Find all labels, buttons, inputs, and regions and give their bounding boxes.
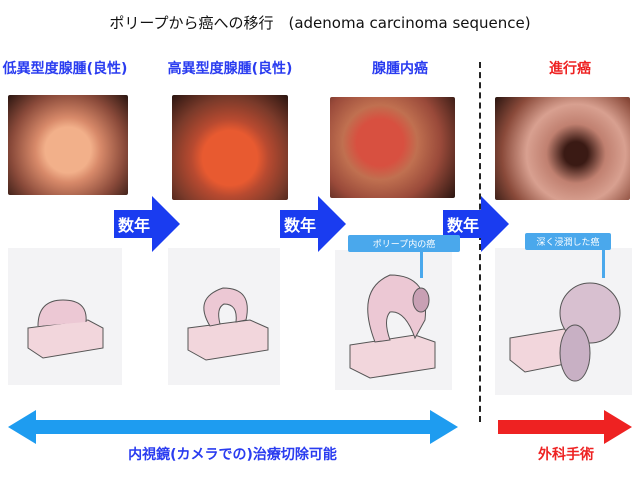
- callout-pointer: [420, 250, 423, 278]
- right-arrow-icon: [114, 196, 180, 252]
- endoscopic-treatment-label: 内視鏡(カメラでの)治療切除可能: [128, 447, 337, 463]
- stage-label-advanced: 進行癌: [549, 61, 591, 77]
- callout-deep-invasion: 深く浸潤した癌: [525, 233, 611, 250]
- stage-label-high-grade: 高異型度腺腫(良性): [167, 61, 293, 77]
- stage-label-low-grade: 低異型度腺腫(良性): [2, 61, 128, 77]
- callout-pointer: [602, 248, 605, 278]
- sketch-intramucosal: [335, 250, 452, 390]
- endoscopy-photo-advanced: [495, 97, 630, 200]
- endoscopy-photo-intramucosal: [330, 97, 455, 198]
- surgery-arrow: [498, 410, 632, 444]
- surgery-label: 外科手術: [538, 447, 594, 463]
- sketch-advanced: [495, 248, 632, 395]
- arrow-years-1: 数年: [114, 196, 182, 252]
- stage-label-intramucosal: 腺腫内癌: [372, 61, 428, 77]
- sketch-high-grade: [168, 248, 280, 385]
- right-arrow-icon: [280, 196, 346, 252]
- slide-title: ポリープから癌への移行 (adenoma carcinoma sequence): [109, 14, 531, 32]
- divider-line: [479, 62, 481, 422]
- callout-cancer-in-polyp: ポリープ内の癌: [348, 235, 460, 252]
- sketch-low-grade: [8, 248, 122, 385]
- endoscopic-range-arrow: [8, 410, 458, 444]
- endoscopy-photo-low-grade: [8, 95, 128, 195]
- endoscopy-photo-high-grade: [172, 95, 288, 200]
- arrow-years-2: 数年: [280, 196, 348, 252]
